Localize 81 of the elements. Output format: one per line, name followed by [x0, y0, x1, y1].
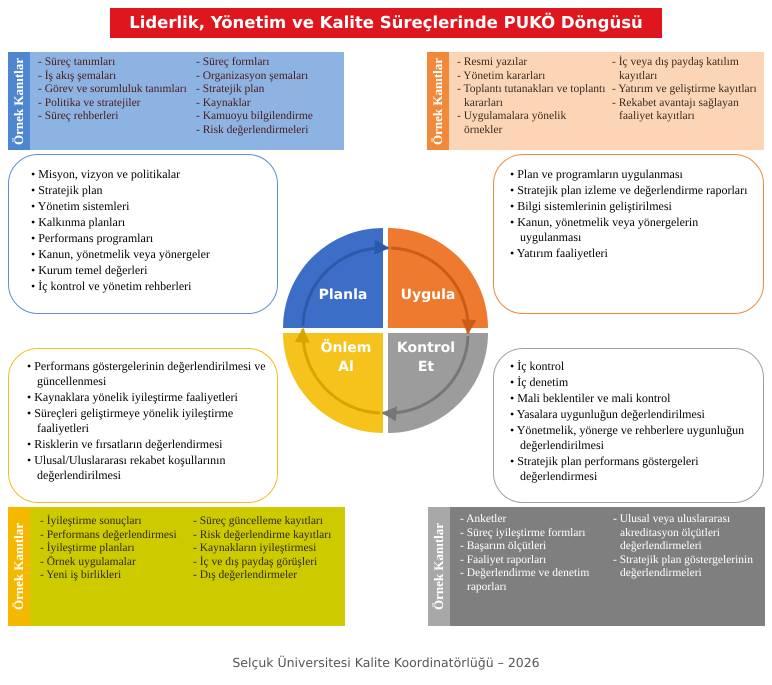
evidence-item: - Süreç güncelleme kayıtları	[193, 515, 324, 528]
bullet-item: • Kalkınma planları	[31, 215, 126, 230]
evidence-item: - Toplantı tutanakları ve toplantı kararları	[457, 83, 606, 110]
caption: Selçuk Üniversitesi Kalite Koordinatörlüğü – 2026	[231, 655, 541, 670]
evidence-item: - İyileştirme sonuçları	[40, 515, 143, 528]
evidence-item: - Dış değerlendirmeler	[193, 569, 298, 582]
evidence-item: - Anketler	[460, 513, 508, 526]
evidence-item: - Rekabet avantajı sağlayan faaliyet kayıtları	[612, 96, 740, 124]
cycle-arrow	[382, 336, 470, 421]
bullet-item: • Mali beklentiler ve mali kontrol	[510, 391, 672, 406]
bullet-item: • Kanun, yönetmelik veya yönergelerin uygulanması	[510, 215, 700, 245]
evidence-item: - Stratejik plan	[196, 83, 266, 96]
bullet-item: • Performans göstergelerinin değerlendirilmesi ve güncellenmesi	[27, 359, 267, 389]
bullet-item: • Yönetmelik, yönerge ve rehberlere uygunluğun değerlendirilmesi	[510, 423, 746, 453]
bullet-item: • Plan ve programların uygulanması	[510, 167, 684, 182]
evidence-item: - Görev ve sorumluluk tanımları	[38, 83, 188, 96]
bullet-item: • İç kontrol	[510, 359, 566, 374]
bullet-item: • Bilgi sistemlerinin geliştirilmesi	[510, 199, 673, 214]
vertical-heading: Örnek Kanıtlar	[8, 507, 30, 626]
evidence-item: - Yeni iş birlikleri	[40, 569, 122, 582]
evidence-item: - Risk değerlendirmeleri	[196, 124, 310, 137]
evidence-item: - Resmi yazılar	[457, 56, 528, 70]
evidence-item: - İç ve dış paydaş görüşleri	[193, 556, 318, 569]
bullet-item: • Kurum temel değerleri	[31, 263, 148, 278]
evidence-item: - Yatırım ve geliştirme kayıtları	[612, 83, 758, 96]
evidence-panel	[8, 52, 344, 150]
evidence-panel	[8, 507, 345, 626]
bullet-item: • Süreçleri geliştirmeye yönelik iyileştirme faaliyetleri	[27, 406, 234, 436]
evidence-item: - Performans değerlendirmesi	[40, 528, 178, 542]
evidence-item: - Kamuoyu bilgilendirme	[196, 110, 314, 124]
evidence-item: - Kaynaklar	[196, 96, 252, 110]
evidence-item: - Politika ve stratejiler	[38, 96, 142, 110]
evidence-item: - Yönetim kararları	[457, 70, 546, 83]
title-banner: Liderlik, Yönetim ve Kalite Süreçlerinde PUKÖ Döngüsü	[110, 8, 662, 38]
bullet-item: • Ulusal/Uluslararası rekabet koşullarının değerlendirilmesi	[27, 453, 226, 483]
bullet-item: • Performans programları	[31, 231, 154, 246]
evidence-item: - İş akış şemaları	[38, 70, 118, 83]
evidence-item: - Değerlendirme ve denetim raporları	[460, 567, 590, 594]
evidence-panel	[427, 52, 764, 150]
bullet-item: • Yatırım faaliyetleri	[510, 246, 609, 261]
evidence-item: - Süreç rehberleri	[38, 110, 120, 124]
bullet-item: • Risklerin ve fırsatların değerlendirmesi	[27, 437, 224, 452]
bullet-item: • Kanun, yönetmelik veya yönergeler	[31, 247, 211, 262]
evidence-item: - Süreç tanımları	[38, 56, 116, 70]
evidence-item: - Başarım ölçütleri	[460, 540, 548, 554]
evidence-panel	[428, 507, 765, 626]
evidence-item: - Risk değerlendirme kayıtları	[193, 528, 332, 542]
evidence-item: - Kaynakların iyileştirmesi	[193, 542, 318, 556]
cycle-arrow	[296, 328, 380, 414]
bullet-item: • Yönetim sistemleri	[31, 199, 130, 214]
vertical-heading: Örnek Kanıtlar	[8, 52, 30, 150]
bullet-item: • İç kontrol ve yönetim rehberleri	[31, 279, 192, 294]
evidence-item: - İyileştirme planları	[40, 542, 136, 556]
cycle-arrow	[302, 240, 390, 326]
bullet-item: • Stratejik plan izleme ve değerlendirme raporları	[510, 183, 748, 198]
bullet-item: • Misyon, vizyon ve politikalar	[31, 167, 182, 182]
evidence-item: - Örnek uygulamalar	[40, 556, 137, 569]
step-label: Uygula	[400, 286, 456, 305]
evidence-item: - Stratejik plan göstergelerinin değerlendirmeleri	[613, 554, 754, 580]
vertical-heading: Örnek Kanıtlar	[428, 507, 450, 626]
evidence-item: - Ulusal veya uluslararası akreditasyon ölçütleri değerlendirmeleri	[613, 513, 732, 554]
evidence-item: - Süreç formları	[196, 56, 270, 70]
bullet-item: • Stratejik plan performans göstergeleri değerlendirmesi	[510, 454, 700, 484]
evidence-item: - İç veya dış paydaş katılım kayıtları	[612, 56, 740, 83]
step-label: Kontrol Et	[396, 339, 456, 377]
content-box	[493, 348, 764, 503]
content-box	[493, 154, 764, 314]
bullet-item: • Yasalara uygunluğun değerlendirilmesi	[510, 407, 706, 422]
bullet-item: • Stratejik plan	[31, 183, 104, 198]
evidence-item: - Uygulamalara yönelik örnekler	[457, 110, 568, 137]
vertical-heading: Örnek Kanıtlar	[427, 52, 449, 150]
cycle-arrow	[390, 246, 476, 334]
step-label: Önlem Al	[320, 339, 372, 377]
evidence-item: - Süreç iyileştirme formları	[460, 526, 587, 540]
evidence-item: - Faaliyet raporları	[460, 554, 548, 567]
evidence-item: - Organizasyon şemaları	[196, 70, 310, 83]
step-label: Planla	[318, 286, 368, 305]
content-box	[8, 154, 278, 314]
bullet-item: • İç denetim	[510, 375, 570, 390]
content-box	[8, 348, 278, 503]
bullet-item: • Kaynaklara yönelik iyileştirme faaliyetleri	[27, 390, 239, 405]
